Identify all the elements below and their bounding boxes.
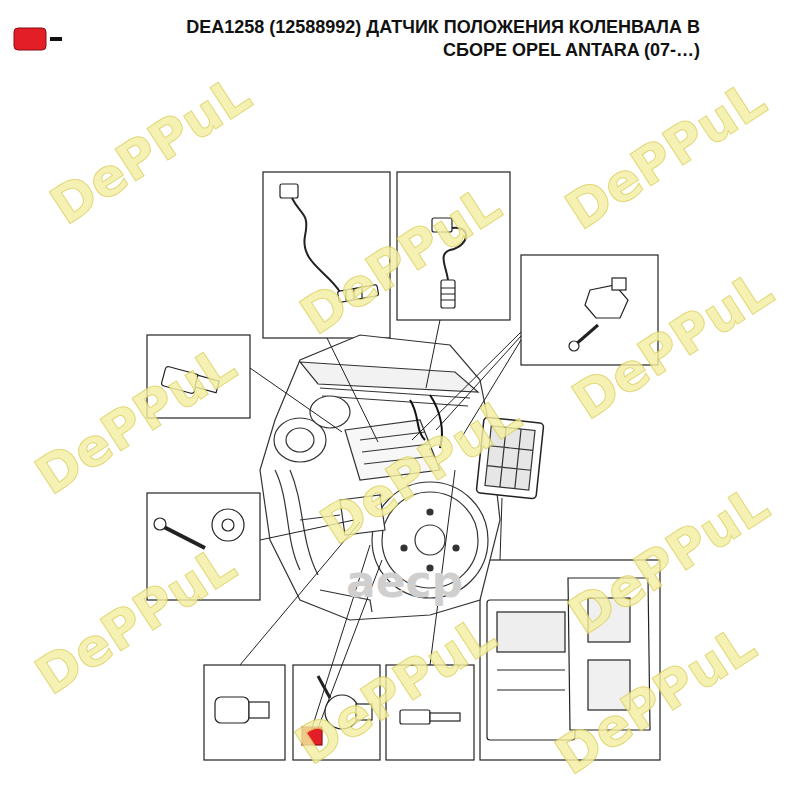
marker-dash [50, 37, 62, 41]
ecu-housing [487, 600, 575, 740]
flywheel-bolt [427, 509, 433, 515]
leader-line [250, 368, 342, 432]
sensor-body [215, 697, 249, 723]
ecu-detail [497, 670, 565, 690]
intake-runner [286, 428, 314, 452]
watermark: DePPuL [27, 337, 244, 503]
ecu-connector [497, 612, 565, 652]
oxygen-sensor [441, 280, 455, 308]
sensor-tip [249, 702, 269, 718]
sensor-thread [441, 288, 455, 300]
sensor-plug [612, 278, 626, 290]
engine-drawing [260, 335, 544, 620]
knock-sensor [212, 509, 244, 541]
callout-frame [204, 665, 285, 760]
title-text: DEA1258 (12588992) ДАТЧИК ПОЛОЖЕНИЯ КОЛЕ… [145, 16, 700, 63]
logo-watermark: aecp [346, 560, 463, 604]
intake-pipe [275, 470, 318, 575]
bolt-head [569, 341, 579, 351]
sensor-tip [430, 713, 460, 721]
valve-cover [300, 362, 478, 392]
part-marker [14, 28, 62, 50]
flywheel-bolt [401, 545, 407, 551]
bolt-head [154, 518, 166, 530]
leader-line [500, 498, 502, 560]
knock-sensor-hole [222, 519, 234, 531]
flywheel-bolt [453, 545, 459, 551]
red-marker [14, 28, 46, 50]
bolt [160, 525, 205, 548]
bolt [575, 325, 598, 345]
bolt [318, 676, 330, 698]
watermark: DePPuL [557, 72, 774, 238]
connector-plug [280, 184, 298, 198]
leader-line [426, 320, 440, 388]
flywheel-hub [415, 525, 445, 555]
watermark: DePPuL [42, 67, 259, 233]
